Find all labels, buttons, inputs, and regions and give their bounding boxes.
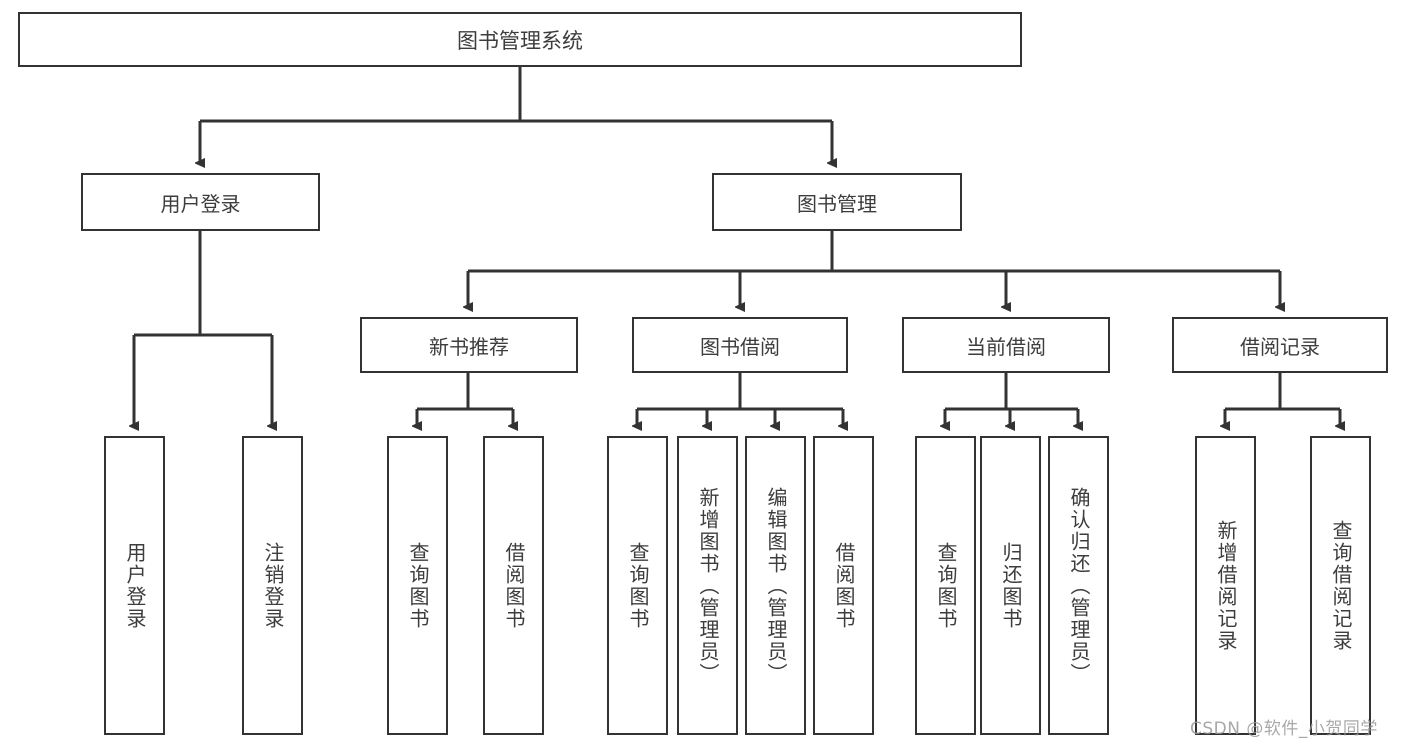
leaf-query-borrow-record-label: 查询借阅记录	[1329, 519, 1353, 652]
leaf-add-book-admin[interactable]: 新增图书（管理员）	[677, 436, 738, 735]
leaf-borrow-book-recommend[interactable]: 借阅图书	[483, 436, 544, 735]
node-borrow-record[interactable]: 借阅记录	[1172, 317, 1388, 373]
leaf-edit-book-admin[interactable]: 编辑图书（管理员）	[745, 436, 806, 735]
node-new-book-recommend[interactable]: 新书推荐	[360, 317, 578, 373]
leaf-add-borrow-record[interactable]: 新增借阅记录	[1195, 436, 1256, 735]
leaf-query-book-recommend[interactable]: 查询图书	[387, 436, 448, 735]
leaf-user-logout-label: 注销登录	[261, 541, 285, 630]
leaf-user-login-label: 用户登录	[123, 541, 147, 630]
node-borrow-record-label: 借阅记录	[1240, 334, 1320, 359]
node-user-login[interactable]: 用户登录	[81, 173, 320, 231]
node-root-label: 图书管理系统	[457, 28, 583, 53]
leaf-query-book-current-label: 查询图书	[934, 541, 958, 630]
leaf-return-book-label: 归还图书	[999, 541, 1023, 630]
leaf-confirm-return-admin-label: 确认归还（管理员）	[1067, 486, 1091, 685]
leaf-borrow-book-label: 借阅图书	[832, 541, 856, 630]
leaf-user-login[interactable]: 用户登录	[104, 436, 165, 735]
leaf-query-book-recommend-label: 查询图书	[406, 541, 430, 630]
leaf-user-logout[interactable]: 注销登录	[242, 436, 303, 735]
leaf-edit-book-admin-label: 编辑图书（管理员）	[764, 486, 788, 685]
leaf-add-book-admin-label: 新增图书（管理员）	[696, 486, 720, 685]
leaf-confirm-return-admin[interactable]: 确认归还（管理员）	[1048, 436, 1109, 735]
node-user-login-label: 用户登录	[160, 191, 241, 216]
node-current-borrow-label: 当前借阅	[966, 334, 1046, 359]
leaf-borrow-book-recommend-label: 借阅图书	[502, 541, 526, 630]
leaf-query-borrow-record[interactable]: 查询借阅记录	[1310, 436, 1371, 735]
node-current-borrow[interactable]: 当前借阅	[902, 317, 1110, 373]
node-book-borrow-label: 图书借阅	[700, 334, 780, 359]
leaf-add-borrow-record-label: 新增借阅记录	[1214, 519, 1238, 652]
leaf-return-book[interactable]: 归还图书	[980, 436, 1041, 735]
watermark-csdn: CSDN @软件_小贺同学	[1190, 719, 1378, 739]
node-book-management[interactable]: 图书管理	[712, 173, 962, 231]
leaf-borrow-book[interactable]: 借阅图书	[813, 436, 874, 735]
leaf-query-book-borrow[interactable]: 查询图书	[607, 436, 668, 735]
leaf-query-book-borrow-label: 查询图书	[626, 541, 650, 630]
node-book-borrow[interactable]: 图书借阅	[632, 317, 848, 373]
node-book-management-label: 图书管理	[797, 191, 877, 216]
leaf-query-book-current[interactable]: 查询图书	[915, 436, 976, 735]
node-root[interactable]: 图书管理系统	[18, 12, 1022, 67]
node-new-book-recommend-label: 新书推荐	[429, 334, 509, 359]
